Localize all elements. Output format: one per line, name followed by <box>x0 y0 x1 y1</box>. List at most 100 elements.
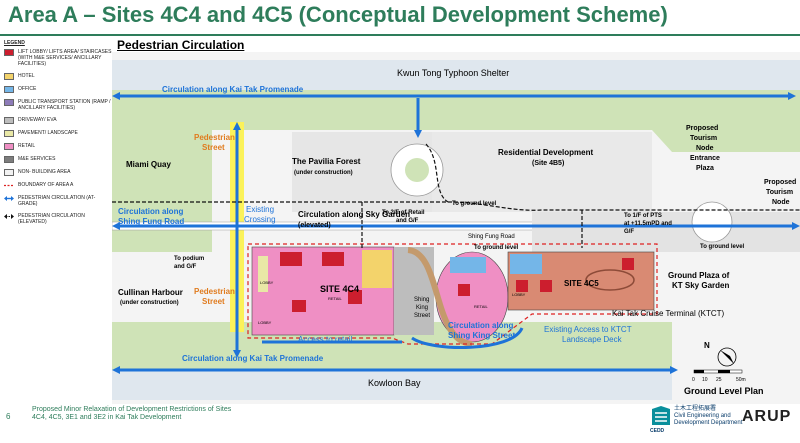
page-title: Area A – Sites 4C4 and 4C5 (Conceptual D… <box>8 2 668 27</box>
shing-king-circulation-arrow <box>411 327 524 349</box>
label-kowloon-bay: Kowloon Bay <box>368 378 421 388</box>
label-existing-crossing-2: Crossing <box>244 215 276 224</box>
section-subtitle: Pedestrian Circulation <box>117 38 245 52</box>
cedd-abbreviation: CEDD <box>650 428 665 434</box>
label-pavilia-1: The Pavilia Forest <box>292 157 361 166</box>
arrowhead <box>233 350 241 358</box>
double-arrow-blue-icon <box>4 196 14 201</box>
site-4c4-driveway <box>394 247 434 335</box>
centre-core <box>458 284 470 296</box>
label-ped-street-bot-2: Street <box>202 297 225 306</box>
label-to-2f-1: To 2/F of Retail <box>382 210 425 216</box>
elevated-link-residential <box>425 143 449 203</box>
sky-garden-elevated-path <box>112 201 800 211</box>
legend-label: PAVEMENT/ LANDSCAPE <box>18 130 78 136</box>
swatch-lift-lobby <box>4 49 14 56</box>
label-ktct-access-2: Landscape Deck <box>562 335 623 344</box>
swatch-non-building <box>4 169 14 176</box>
arrowhead <box>788 92 796 100</box>
legend-item-hotel: HOTEL <box>4 73 112 80</box>
legend-label: HOTEL <box>18 73 35 79</box>
swatch-me <box>4 156 14 163</box>
scale-bar: 0 10 25 50m <box>692 369 746 383</box>
site-4c4-core-1 <box>280 252 302 266</box>
label-shing-king-circ-2: Shing King Street <box>448 331 515 340</box>
roundabout-east <box>691 201 733 243</box>
site-4c4-core-3 <box>292 300 306 312</box>
label-shing-fung-2: Shing Fung Road <box>118 217 184 226</box>
legend-label: RETAIL <box>18 143 36 149</box>
site-4c4-core-2 <box>322 252 344 266</box>
label-ped-street-top-2: Street <box>202 143 225 152</box>
label-shing-fung-1: Circulation along <box>118 207 183 216</box>
label-ground-plaza-2: KT Sky Garden <box>672 281 729 290</box>
residential-site <box>432 132 652 212</box>
legend-title: LEGEND <box>4 40 25 46</box>
label-to-1f-2: at +11.5mPD and <box>624 221 672 227</box>
label-site-4c4: SITE 4C4 <box>320 284 359 294</box>
site-plan-map: Kwun Tong Typhoon Shelter Circulation al… <box>112 52 800 404</box>
label-access-retail: Access to retail <box>298 335 352 344</box>
label-residential-2: (Site 4B5) <box>532 160 564 167</box>
scale-tick-0: 0 <box>692 377 695 383</box>
arrowhead <box>233 122 241 130</box>
label-to-2f-2: and G/F <box>396 218 419 224</box>
label-tourism-node-1: Proposed <box>686 125 718 132</box>
cedd-english-line-1: Civil Engineering and <box>674 413 731 419</box>
legend-item-ped-elevated: PEDESTRIAN CIRCULATION (ELEVATED) <box>4 213 112 225</box>
legend-label: BOUNDARY OF AREA A <box>18 182 74 188</box>
kowloon-bay-water <box>112 370 672 400</box>
scale-tick-25: 25 <box>716 377 722 383</box>
label-to-ground-2: To ground level <box>474 245 519 251</box>
label-shing-king-2: King <box>416 305 428 311</box>
label-sky-garden-1: Circulation along Sky Garden <box>298 210 410 219</box>
legend-label: LIFT LOBBY/ LIFTS AREA/ STAIRCASES (WITH… <box>18 49 112 67</box>
label-pavilia-2: (under construction) <box>294 170 353 176</box>
swatch-pavement <box>4 130 14 137</box>
label-ktct-access-1: Existing Access to KTCT <box>544 325 632 334</box>
page-number: 6 <box>6 412 11 421</box>
label-ground-level-plan: Ground Level Plan <box>684 386 764 396</box>
label-lobby-1: LOBBY <box>260 280 274 285</box>
label-tourism-node-3: Node <box>696 145 714 152</box>
cedd-logo-icon <box>652 406 670 425</box>
label-to-1f-3: G/F <box>624 229 634 235</box>
label-retail-1: RETAIL <box>328 296 342 301</box>
cedd-chinese-name: 土木工程拓展署 <box>674 406 717 412</box>
label-tourism-node-5: Plaza <box>696 165 714 172</box>
ktct-road <box>532 212 800 252</box>
label-residential-1: Residential Development <box>498 148 593 157</box>
legend-label: PEDESTRIAN CIRCULATION (AT-GRADE) <box>18 195 96 207</box>
label-ground-plaza-1: Ground Plaza of <box>668 271 730 280</box>
landscape-north <box>112 90 800 252</box>
typhoon-shelter-water <box>112 60 800 90</box>
arup-logo: ARUP <box>742 408 792 425</box>
site-4c5-core-2 <box>540 280 552 292</box>
site-4c4-lobby <box>258 256 268 292</box>
label-to-ground-3: To ground level <box>700 244 745 250</box>
legend-item-office: OFFICE <box>4 86 112 93</box>
legend-item-retail: RETAIL <box>4 143 112 150</box>
legend-label: OFFICE <box>18 86 37 92</box>
site-4c5-ramp <box>585 269 635 291</box>
label-ktct: Kai Tak Cruise Terminal (KTCT) <box>612 309 725 318</box>
legend-label: PEDESTRIAN CIRCULATION (ELEVATED) <box>18 213 85 225</box>
label-tourism-node-2: Tourism <box>690 135 717 142</box>
north-arrow: N <box>704 341 737 367</box>
arrowhead <box>112 366 120 374</box>
label-ped-street-top-1: Pedestrian <box>194 133 235 142</box>
label-to-podium-1: To podium <box>174 256 204 262</box>
legend-label: PUBLIC TRANSPORT STATION (RAMP / ANCILLA… <box>18 99 111 111</box>
label-cullinan-2: (under construction) <box>120 300 179 306</box>
site-4c4-hotel <box>362 250 392 288</box>
legend-item-pts: PUBLIC TRANSPORT STATION (RAMP / ANCILLA… <box>4 99 112 111</box>
swatch-driveway <box>4 117 14 124</box>
boundary-line-icon <box>4 184 14 187</box>
label-typhoon-shelter: Kwun Tong Typhoon Shelter <box>397 68 509 78</box>
double-arrow-dashed-icon <box>4 214 14 219</box>
label-promenade-bottom: Circulation along Kai Tak Promenade <box>182 354 324 363</box>
legend-item-pavement: PAVEMENT/ LANDSCAPE <box>4 130 112 137</box>
swatch-office <box>4 86 14 93</box>
legend-label: NON- BUILDING AREA <box>18 169 71 175</box>
label-lobby-2: LOBBY <box>258 320 272 325</box>
